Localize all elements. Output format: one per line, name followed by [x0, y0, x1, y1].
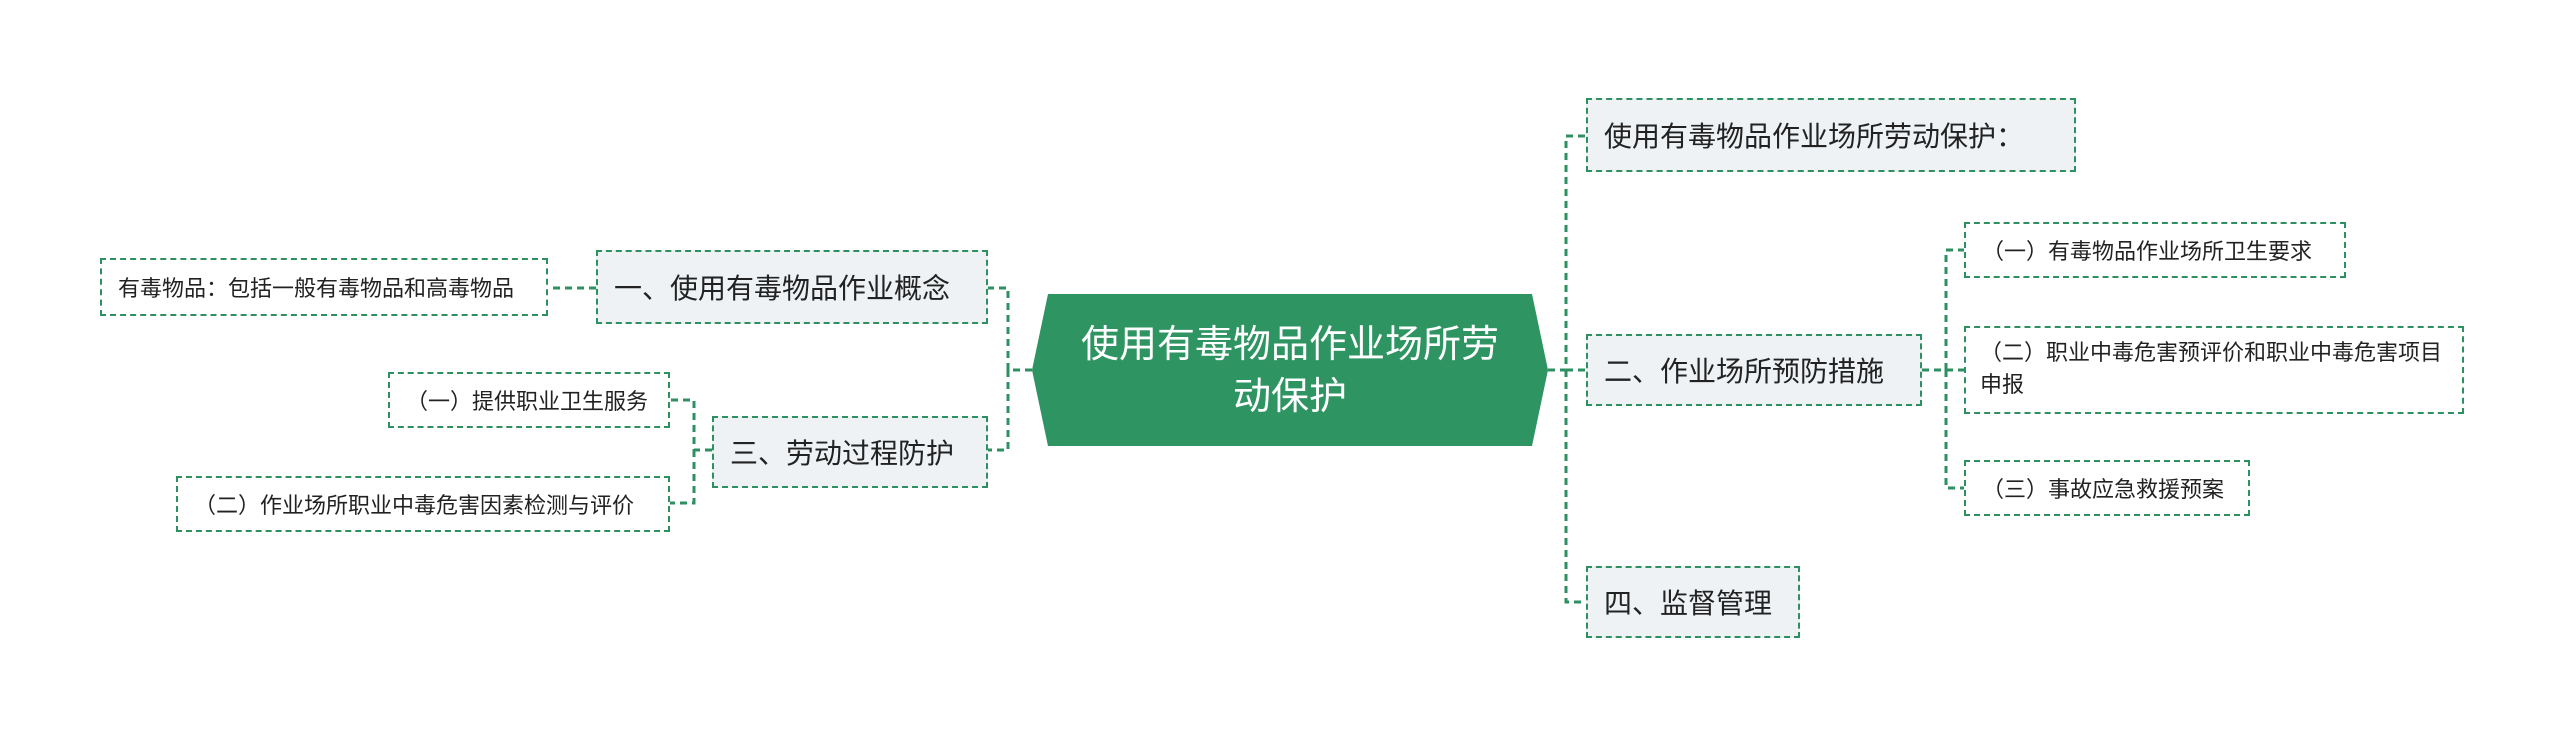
node-toxic-definition[interactable]: 有毒物品：包括一般有毒物品和高毒物品 — [100, 258, 548, 316]
node-supervision-label: 四、监督管理 — [1604, 587, 1773, 620]
node-emergency-plan[interactable]: （三）事故应急救援预案 — [1964, 460, 2250, 516]
root-title: 使用有毒物品作业场所劳 动保护 — [1032, 294, 1548, 446]
node-toxic-definition-label: 有毒物品：包括一般有毒物品和高毒物品 — [118, 277, 515, 302]
link-prevention-children — [1922, 248, 1964, 490]
node-intro-label: 使用有毒物品作业场所劳动保护： — [1604, 120, 2025, 153]
root-title-line1: 使用有毒物品作业场所劳 — [1080, 322, 1499, 366]
link-labor-children — [670, 398, 712, 505]
node-concept[interactable]: 一、使用有毒物品作业概念 — [596, 250, 988, 324]
node-labor-protection-label: 三、劳动过程防护 — [730, 437, 955, 470]
node-hazard-monitoring[interactable]: （二）作业场所职业中毒危害因素检测与评价 — [176, 476, 670, 532]
node-supervision[interactable]: 四、监督管理 — [1586, 566, 1800, 638]
node-occupational-health-service-label: （一）提供职业卫生服务 — [406, 390, 649, 415]
root-node[interactable]: 使用有毒物品作业场所劳 动保护 — [1032, 294, 1548, 446]
node-hygiene-requirements-label: （一）有毒物品作业场所卫生要求 — [1982, 240, 2313, 265]
root-title-line2: 动保护 — [1232, 374, 1347, 418]
link-root-concept — [988, 286, 1032, 372]
node-pre-evaluation[interactable]: （二）职业中毒危害预评价和职业中毒危害项目申报 — [1964, 326, 2464, 414]
node-occupational-health-service[interactable]: （一）提供职业卫生服务 — [388, 372, 670, 428]
node-pre-evaluation-label: （二）职业中毒危害预评价和职业中毒危害项目申报 — [1980, 341, 2443, 398]
node-concept-label: 一、使用有毒物品作业概念 — [614, 272, 951, 305]
node-hygiene-requirements[interactable]: （一）有毒物品作业场所卫生要求 — [1964, 222, 2346, 278]
node-labor-protection[interactable]: 三、劳动过程防护 — [712, 416, 988, 488]
link-root-right — [1548, 134, 1586, 604]
link-root-labor — [988, 370, 1010, 452]
node-hazard-monitoring-label: （二）作业场所职业中毒危害因素检测与评价 — [194, 494, 635, 519]
root-hexagon — [1032, 294, 1548, 446]
node-prevention-label: 二、作业场所预防措施 — [1604, 355, 1885, 388]
node-intro[interactable]: 使用有毒物品作业场所劳动保护： — [1586, 98, 2076, 172]
node-prevention[interactable]: 二、作业场所预防措施 — [1586, 334, 1922, 406]
node-emergency-plan-label: （三）事故应急救援预案 — [1982, 478, 2225, 503]
